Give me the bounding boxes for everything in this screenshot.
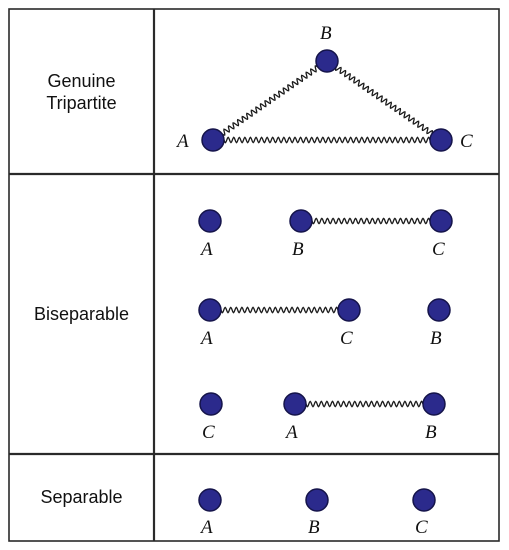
bisep3-node-2 [283, 392, 307, 416]
bisep3-label-1: C [202, 422, 215, 443]
separable-node-1 [198, 488, 222, 512]
bisep2-label-2: C [340, 328, 353, 349]
separable-node-2 [305, 488, 329, 512]
node-labels: B A C A B C A C B C A B A B C [175, 23, 473, 538]
entanglement-links [220, 65, 434, 408]
separable-label-1: A [199, 517, 213, 538]
bisep1-node-3 [429, 209, 453, 233]
bisep2-node-2 [337, 298, 361, 322]
row-label-genuine-tripartite: Genuine Tripartite [46, 71, 117, 113]
link-biseparable-2 [220, 306, 339, 314]
bisep1-node-1 [198, 209, 222, 233]
link-biseparable-1 [311, 217, 431, 225]
link-genuine-b-c [334, 66, 434, 135]
bisep1-label-2: B [292, 239, 304, 260]
genuine-label-c: C [460, 131, 473, 152]
bisep2-label-1: A [199, 328, 213, 349]
link-biseparable-3 [305, 400, 424, 408]
separable-node-3 [412, 488, 436, 512]
genuine-label-a: A [175, 131, 189, 152]
bisep3-label-2: A [284, 422, 298, 443]
bisep3-node-1 [199, 392, 223, 416]
bisep2-label-3: B [430, 328, 442, 349]
bisep2-node-1 [198, 298, 222, 322]
bisep1-node-2 [289, 209, 313, 233]
bisep3-label-3: B [425, 422, 437, 443]
table-grid [8, 8, 500, 542]
row-label-separable: Separable [40, 487, 123, 507]
genuine-label-b: B [320, 23, 332, 44]
qubit-nodes [198, 49, 453, 512]
genuine-node-c [429, 128, 453, 152]
genuine-node-a [201, 128, 225, 152]
separable-label-3: C [415, 517, 428, 538]
link-genuine-a-c [223, 136, 431, 144]
table-border [8, 8, 500, 542]
bisep3-node-3 [422, 392, 446, 416]
bisep1-label-3: C [432, 239, 445, 260]
genuine-node-b [315, 49, 339, 73]
bisep1-label-1: A [199, 239, 213, 260]
separable-label-2: B [308, 517, 320, 538]
row-label-biseparable: Biseparable [33, 304, 130, 324]
bisep2-node-3 [427, 298, 451, 322]
link-genuine-a-b [221, 65, 319, 136]
